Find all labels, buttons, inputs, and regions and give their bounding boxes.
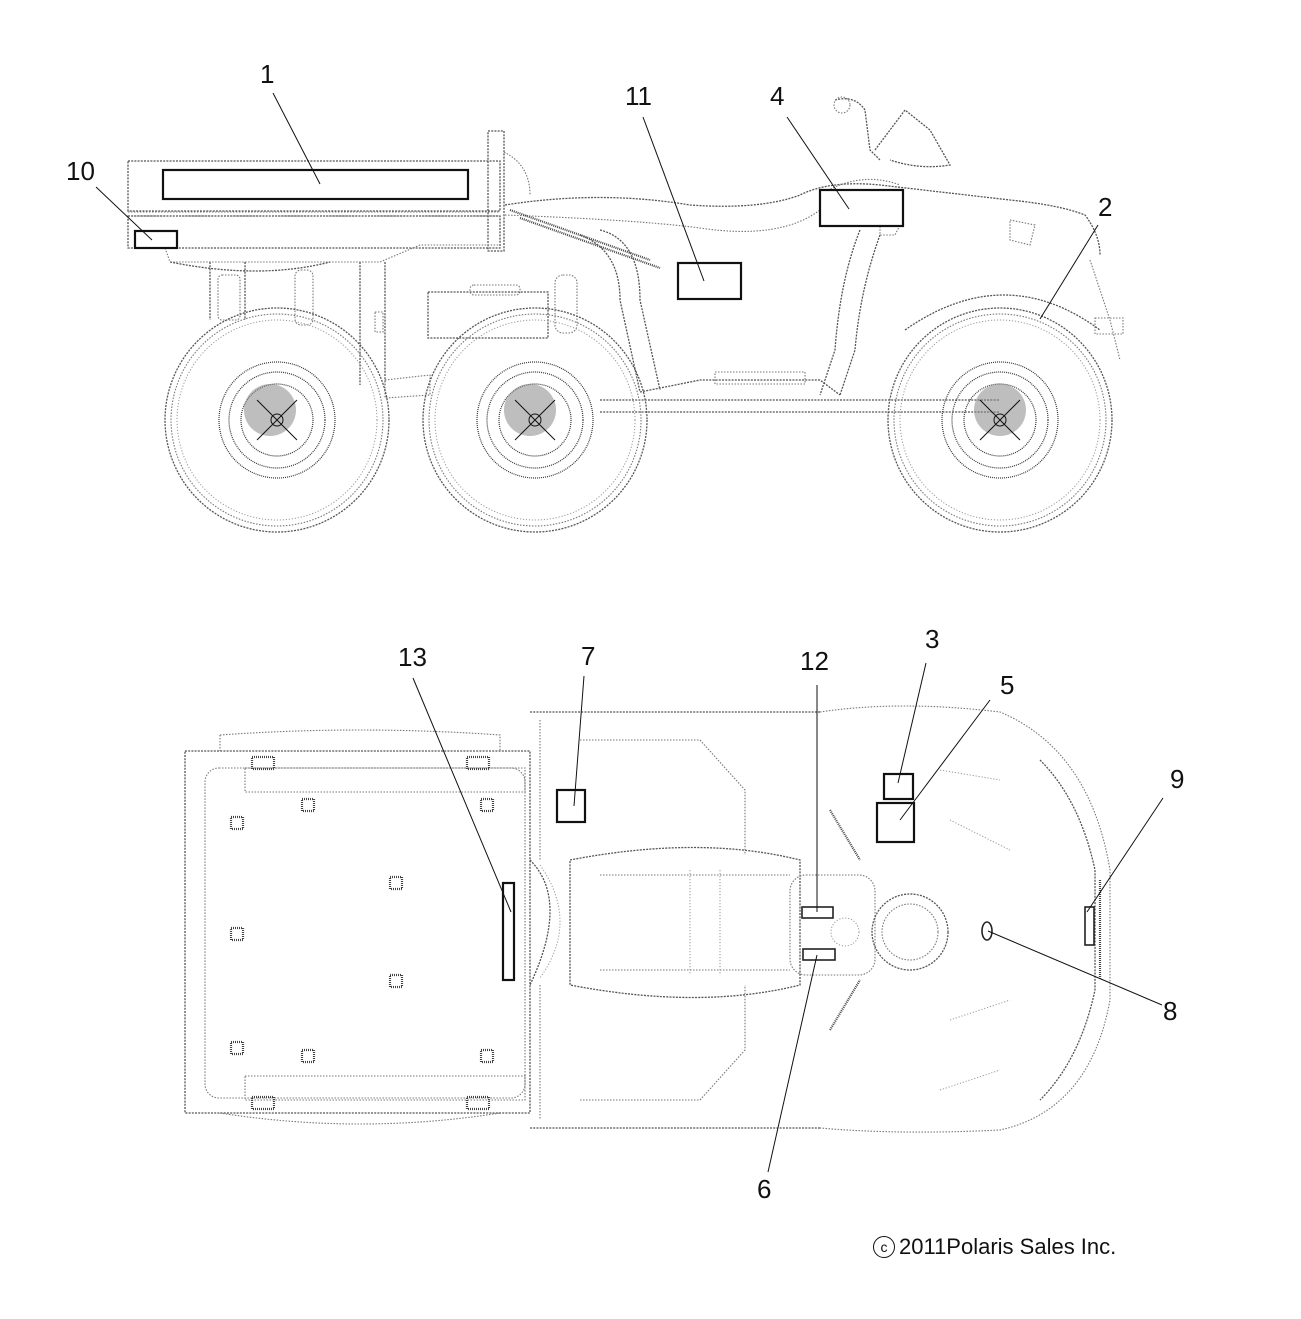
decal-3 bbox=[882, 772, 915, 801]
callout-6: 6 bbox=[757, 1174, 771, 1204]
cargo-bed-side bbox=[127, 130, 531, 272]
callout-9: 9 bbox=[1170, 764, 1184, 794]
decal-13 bbox=[501, 881, 516, 982]
callout-10: 10 bbox=[66, 156, 95, 186]
decal-9 bbox=[1084, 906, 1095, 946]
callout-1: 1 bbox=[260, 59, 274, 89]
decal-11 bbox=[676, 261, 743, 301]
callout-13: 13 bbox=[398, 642, 427, 672]
callouts: 1 2 3 4 5 6 7 8 9 10 11 12 13 bbox=[66, 59, 1184, 1204]
decal-7 bbox=[555, 788, 587, 824]
rear-frame bbox=[209, 262, 578, 399]
decal-10 bbox=[133, 229, 179, 250]
top-view bbox=[184, 705, 1111, 1133]
decal-4 bbox=[818, 188, 905, 228]
callout-11: 11 bbox=[625, 81, 652, 111]
copyright-text: 2011Polaris Sales Inc. bbox=[899, 1234, 1117, 1259]
handlebar-side bbox=[819, 96, 952, 196]
callout-8: 8 bbox=[1163, 996, 1177, 1026]
callout-7: 7 bbox=[581, 641, 595, 671]
front-wheel bbox=[887, 294, 1113, 533]
decal-6 bbox=[802, 948, 836, 961]
callout-12: 12 bbox=[800, 646, 829, 676]
callout-5: 5 bbox=[1000, 670, 1014, 700]
rear-wheel-1 bbox=[164, 307, 390, 533]
atv-body-top bbox=[529, 705, 1111, 1133]
callout-3: 3 bbox=[925, 624, 939, 654]
side-view bbox=[127, 96, 1124, 533]
callout-2: 2 bbox=[1098, 192, 1112, 222]
decal-8 bbox=[981, 921, 993, 941]
atv-body-side bbox=[504, 183, 1124, 413]
copyright-icon: c bbox=[873, 1236, 895, 1258]
callout-4: 4 bbox=[770, 81, 784, 111]
rear-wheel-2 bbox=[422, 307, 648, 533]
cargo-bed-top bbox=[184, 729, 531, 1125]
